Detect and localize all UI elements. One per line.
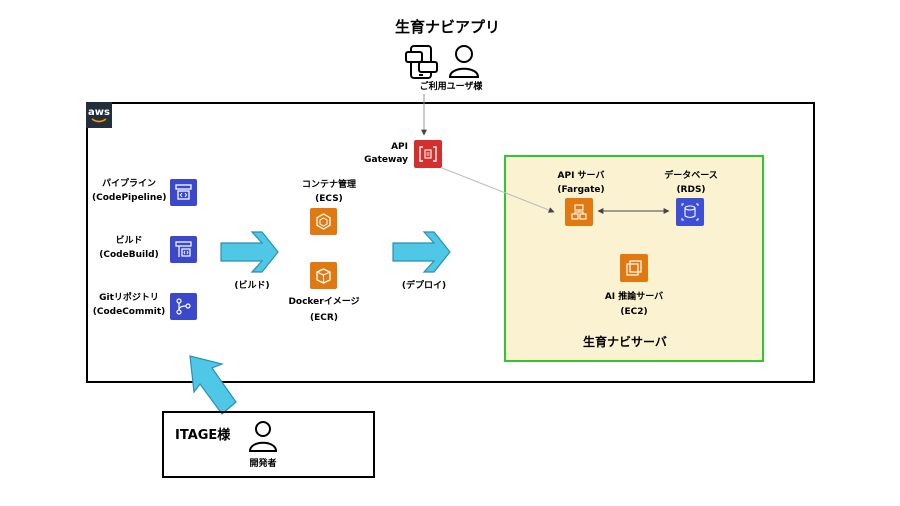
ecr-label: Dockerイメージ <box>288 297 360 307</box>
server-title: 生育ナビサーバ <box>583 335 667 349</box>
repo-sub: (CodeCommit) <box>92 307 166 317</box>
repo-label: Gitリポジトリ <box>99 293 159 303</box>
build-label: ビルド <box>115 236 143 246</box>
api-gateway-label: API Gateway <box>352 141 408 167</box>
build-sub: (CodeBuild) <box>99 250 159 260</box>
developer-role: 開発者 <box>249 459 277 469</box>
developer-box <box>162 411 375 478</box>
api-gateway-text: API Gateway <box>364 142 408 165</box>
app-title: 生育ナビアプリ <box>395 18 501 36</box>
build-arrow <box>220 231 279 273</box>
api-server-label: API サーバ <box>557 171 605 181</box>
ecs-sub: (ECS) <box>315 194 343 204</box>
ec2-icon <box>620 254 648 282</box>
db-sub: (RDS) <box>676 185 706 195</box>
ecr-sub: (ECR) <box>310 313 338 323</box>
pipeline-sub: (CodePipeline) <box>92 193 167 203</box>
developer-icon <box>248 420 278 456</box>
rds-icon <box>676 198 704 226</box>
deploy-arrow <box>392 231 451 273</box>
pipeline-label: パイプライン <box>101 179 156 189</box>
fargate-icon <box>565 198 593 226</box>
developer-org: ITAGE様 <box>175 428 231 443</box>
codecommit-icon <box>170 293 197 320</box>
gateway-to-api-line <box>441 167 555 213</box>
user-icon <box>447 44 481 82</box>
ecs-icon <box>310 208 337 235</box>
api-server-sub: (Fargate) <box>557 185 605 195</box>
ai-server-label: AI 推論サーバ <box>604 292 664 302</box>
deploy-caption: (デプロイ) <box>401 281 447 291</box>
codebuild-icon <box>170 236 197 263</box>
db-label: データベース <box>664 171 718 181</box>
codepipeline-icon <box>170 179 197 206</box>
developer-push-arrow <box>189 355 237 415</box>
aws-logo-text: aws <box>88 106 110 118</box>
ecr-icon <box>310 262 337 289</box>
aws-badge: aws <box>86 102 112 128</box>
user-label: ご利用ユーザ様 <box>419 82 483 92</box>
ai-server-sub: (EC2) <box>620 307 648 317</box>
mobile-app-icon <box>405 44 441 84</box>
api-gateway-icon <box>414 140 442 168</box>
ecs-label: コンテナ管理 <box>301 180 356 190</box>
aws-cloud-box <box>86 102 815 383</box>
build-caption: (ビルド) <box>234 281 270 291</box>
